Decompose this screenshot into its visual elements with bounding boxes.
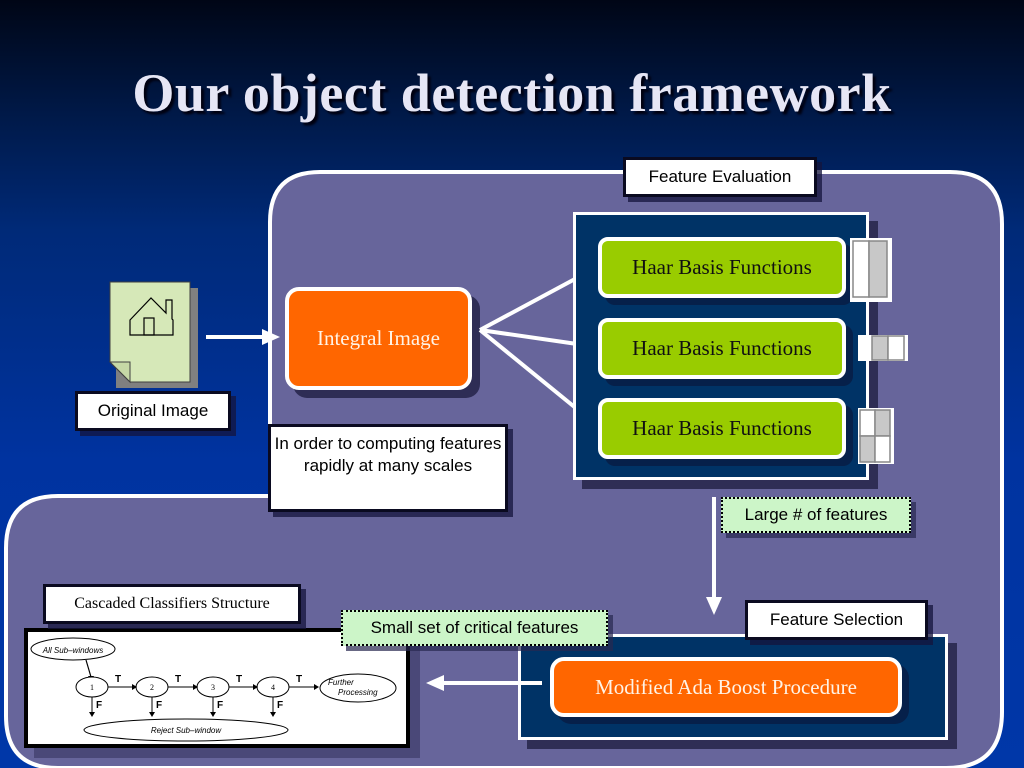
haar-box-3: Haar Basis Functions [598,398,846,459]
haar-four-rect-checker-icon [858,408,894,464]
original-image-label: Original Image [75,391,231,431]
haar-box-2: Haar Basis Functions [598,318,846,379]
arrow-to-cascade [426,675,542,691]
stage-2: 2 [150,683,154,692]
false-label: F [96,700,102,711]
haar-three-rect-horizontal-icon [858,335,908,361]
stage-4: 4 [271,683,275,692]
cascade-stages: 1 2 3 4 [75,676,290,698]
cascade-end-2: Processing [338,688,378,697]
ada-boost-box: Modified Ada Boost Procedure [550,657,902,717]
true-label: T [296,674,302,685]
haar-box-label: Haar Basis Functions [632,416,812,440]
haar-two-rect-vertical-icon [850,238,892,302]
haar-box-label: Haar Basis Functions [632,336,812,360]
integral-image-label: Integral Image [316,326,441,350]
cascade-reject: Reject Sub–window [151,726,222,735]
integral-image-box: Integral Image [285,287,472,390]
feature-evaluation-label: Feature Evaluation [623,157,817,197]
haar-box-1: Haar Basis Functions [598,237,846,298]
true-label: T [236,674,242,685]
feature-selection-label: Feature Selection [745,600,928,640]
true-label: T [115,674,121,685]
false-label: F [217,700,223,711]
stage-1: 1 [90,683,94,692]
arrow-to-integral [206,329,280,345]
large-features-note: Large # of features [721,497,911,533]
haar-box-label: Haar Basis Functions [632,255,812,279]
cascade-start: All Sub–windows [42,646,103,655]
cascade-label: Cascaded Classifiers Structure [43,584,301,624]
slide-title: Our object detection framework [132,63,892,123]
small-features-note: Small set of critical features [341,610,608,646]
integral-note: In order to computing features rapidly a… [268,424,508,512]
true-label: T [175,674,181,685]
stage-3: 3 [211,683,215,692]
cascade-graph: All Sub–windows 1 2 3 4 T T T [30,637,397,742]
document-house-icon [108,280,198,390]
cascade-end-1: Further [328,678,354,687]
arrow-to-selection [706,497,722,615]
false-label: F [277,700,283,711]
ada-boost-label: Modified Ada Boost Procedure [595,674,857,699]
cascade-diagram: All Sub–windows 1 2 3 4 T T T [24,628,410,748]
false-label: F [156,700,162,711]
